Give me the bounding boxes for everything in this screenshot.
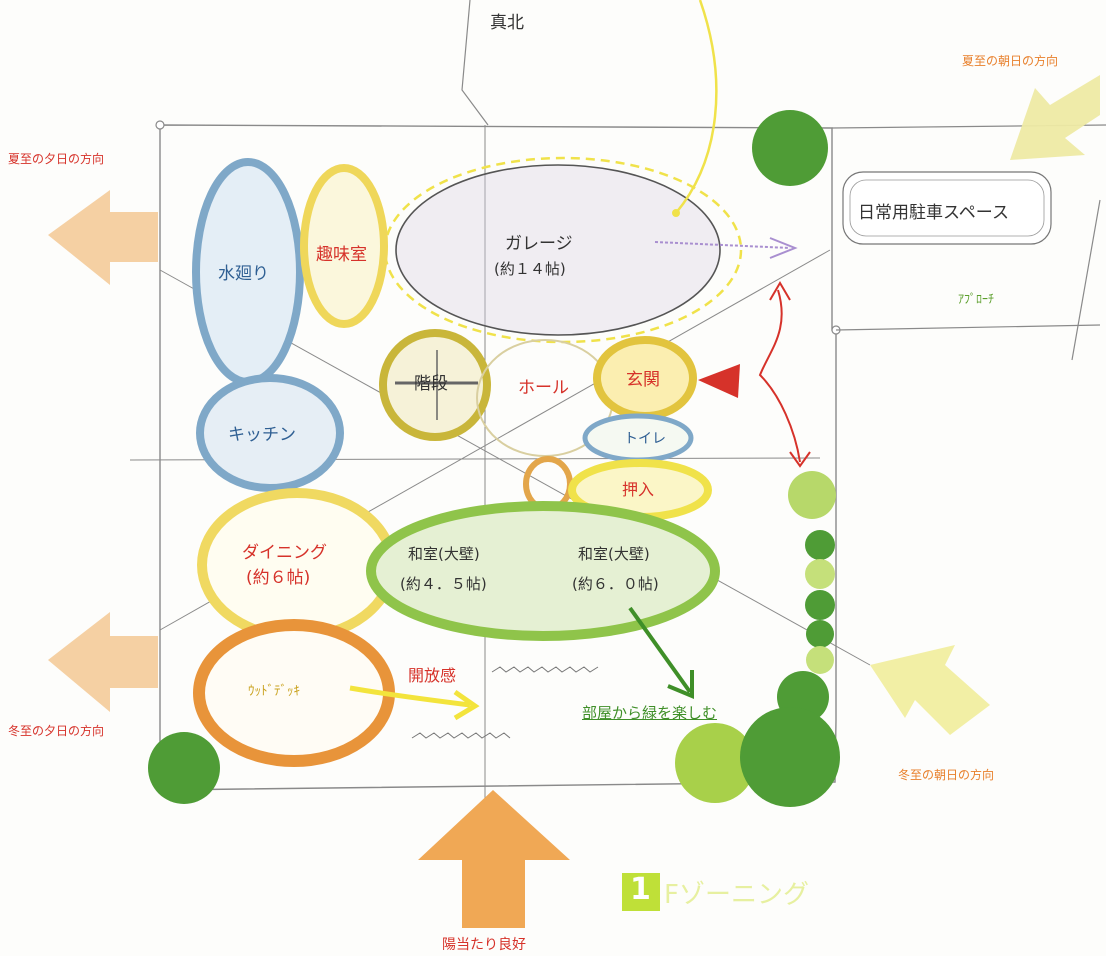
car-outline-inner (849, 179, 1045, 237)
garage-size-label: (約１４帖) (494, 260, 566, 278)
washitsu-2-label: 和室(大壁) (578, 545, 650, 563)
toilet-label: トイレ (624, 431, 666, 447)
hobby-label: 趣味室 (316, 245, 367, 265)
title-text: Fゾーニング (664, 880, 809, 910)
green-view-label: 部屋から緑を楽しむ (582, 704, 718, 722)
approach-arrow-line (758, 289, 801, 463)
north-line (461, 0, 489, 126)
summer-sunset-label: 夏至の夕日の方向 (8, 152, 105, 166)
openness-arrowhead (453, 689, 480, 721)
dining-label: ダイニング (242, 543, 327, 563)
title-number: 1 (630, 872, 651, 907)
tree (740, 707, 840, 807)
stairs-zone (379, 329, 491, 441)
tree (675, 723, 755, 803)
car-path-line (654, 241, 791, 249)
tree (806, 646, 834, 674)
site-corner-marker (155, 120, 165, 130)
garage-note-curve (675, 0, 718, 214)
car-outline (842, 171, 1052, 245)
washitsu-1-size-label: (約４．５帖) (400, 575, 487, 593)
garage-note-dot (672, 209, 680, 217)
washitsu-2-size-label: (約６．０帖) (572, 575, 659, 593)
kitchen-zone (196, 374, 344, 492)
green-view-arrowhead (667, 670, 694, 699)
summer-sunrise-label: 夏至の朝日の方向 (962, 54, 1059, 68)
tree (805, 590, 835, 620)
summer-sunset-arrow (48, 190, 158, 285)
sunlight-label: 陽当たり良好 (442, 937, 526, 953)
road-line (1071, 199, 1101, 361)
tree (752, 110, 828, 186)
approach-arrowhead-up (769, 281, 791, 301)
site-boundary (159, 124, 837, 791)
north-label: 真北 (490, 13, 524, 33)
entrance-label: 玄関 (626, 370, 660, 390)
car-path-arrowhead (769, 237, 798, 259)
tree (805, 559, 835, 589)
tree (806, 620, 834, 648)
kitchen-label: キッチン (228, 425, 296, 445)
summer-sunrise-arrow (1010, 75, 1100, 160)
stairs-label: 階段 (414, 374, 448, 394)
hobby-zone (300, 164, 388, 328)
winter-sunset-arrow (48, 612, 158, 712)
road-line (835, 324, 1101, 331)
garage-zone (395, 164, 721, 336)
approach-label: ｱﾌﾟﾛｰﾁ (958, 292, 995, 306)
sunlight-arrow (418, 790, 570, 928)
washitsu-zone (366, 501, 720, 641)
grass-scribble (491, 666, 599, 673)
water-label: 水廻り (218, 264, 269, 284)
parking-label: 日常用駐車スペース (858, 203, 1009, 223)
openness-arrow (349, 685, 471, 708)
washitsu-1-label: 和室(大壁) (408, 545, 480, 563)
tree (788, 471, 836, 519)
grass-scribble (411, 732, 511, 739)
storage-label: 押入 (622, 480, 655, 499)
dining-size-label: (約６帖) (246, 568, 311, 588)
tree (148, 732, 220, 804)
title-number-box (622, 873, 660, 911)
green-view-arrow (628, 606, 692, 694)
winter-sunrise-arrow (870, 645, 990, 735)
garage-label: ガレージ (505, 234, 573, 254)
entrance-marker-icon (698, 364, 740, 398)
winter-sunrise-label: 冬至の朝日の方向 (898, 768, 995, 782)
hall-label: ホール (518, 378, 569, 398)
tree (805, 530, 835, 560)
openness-label: 開放感 (408, 666, 457, 685)
wood-deck-label: ｳｯﾄﾞﾃﾞｯｷ (248, 684, 300, 699)
winter-sunset-label: 冬至の夕日の方向 (8, 724, 105, 738)
approach-arrowhead-down (789, 451, 811, 468)
